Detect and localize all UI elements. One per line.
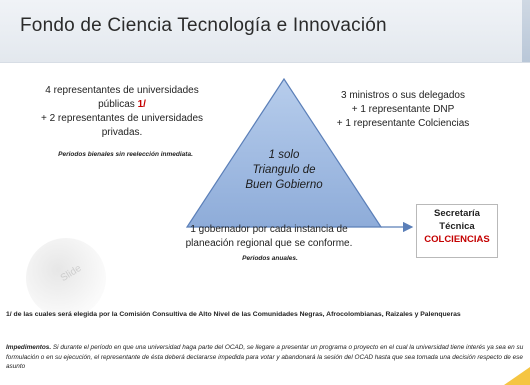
page-title: Fondo de Ciencia Tecnología e Innovación: [20, 15, 387, 36]
universities-line: privadas.: [101, 127, 143, 138]
corner-decoration: [504, 367, 530, 385]
triangle-label: 1 solo Triangulo de Buen Gobierno: [228, 148, 340, 193]
universities-line-text: públicas: [98, 99, 135, 110]
secretaria-colciencias: COLCIENCIAS: [424, 234, 490, 245]
governor-line: planeación regional que se conforme.: [185, 238, 353, 249]
governor-block: 1 gobernador por cada instancia de plane…: [156, 223, 382, 251]
impedimentos-paragraph: Impedimentos. Si durante el período en q…: [6, 343, 526, 372]
triangle-label-line: Triangulo de: [252, 164, 316, 176]
universities-line: + 2 representantes de universidades: [40, 113, 204, 124]
impedimentos-label: Impedimentos.: [6, 344, 52, 351]
title-accent-strip: [522, 0, 530, 62]
secretaria-tecnica-box: Secretaría Técnica COLCIENCIAS: [416, 204, 498, 258]
title-bar: Fondo de Ciencia Tecnología e Innovación: [0, 0, 530, 63]
footnote-text: 1/ de las cuales será elegida por la Com…: [6, 311, 461, 318]
footnote-marker: 1/: [137, 99, 146, 110]
secretaria-line: Técnica: [439, 221, 475, 232]
universities-line-public: públicas 1/: [22, 98, 222, 112]
governor-line: 1 gobernador por cada instancia de: [190, 224, 348, 235]
triangle-label-line: Buen Gobierno: [245, 179, 323, 191]
ministers-line: 3 ministros o sus delegados: [341, 90, 465, 101]
universities-line: 4 representantes de universidades: [45, 85, 199, 96]
ministers-block: 3 ministros o sus delegados + 1 represen…: [313, 89, 493, 131]
governor-period-note: Periodos anuales.: [242, 255, 298, 262]
impedimentos-text: Si durante el período en que una univers…: [6, 344, 524, 370]
universities-period-note: Periodos bienales sin reelección inmedia…: [58, 151, 193, 158]
triangle-label-line: 1 solo: [268, 149, 300, 161]
ministers-line: + 1 representante DNP: [351, 104, 455, 115]
watermark-seal: [26, 238, 106, 318]
buen-gobierno-triangle: [185, 77, 383, 228]
universities-block: 4 representantes de universidades públic…: [22, 84, 222, 140]
secretaria-line: Secretaría: [434, 208, 480, 219]
ministers-line: + 1 representante Colciencias: [336, 118, 470, 129]
